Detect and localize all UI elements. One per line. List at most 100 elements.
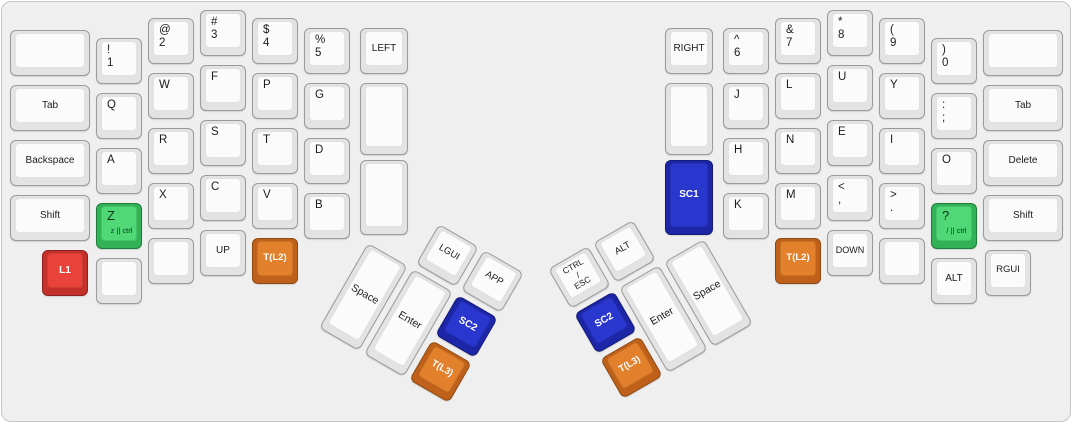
key-colon-semicolon[interactable]: :; xyxy=(931,93,977,139)
key-shift-left[interactable]: Shift xyxy=(10,195,90,241)
keycap-top xyxy=(884,241,920,276)
keycap-top: Tab xyxy=(988,88,1058,123)
key-k[interactable]: K xyxy=(723,193,769,239)
key-i[interactable]: I xyxy=(879,128,925,174)
key-pct-5[interactable]: %5 xyxy=(304,28,350,74)
key-x[interactable]: X xyxy=(148,183,194,229)
key-caret-6[interactable]: ^6 xyxy=(723,28,769,74)
key-d[interactable]: D xyxy=(304,138,350,184)
key-t-l2-left[interactable]: T(L2) xyxy=(252,238,298,284)
key-label: Enter xyxy=(648,305,677,329)
key-up[interactable]: UP xyxy=(200,230,246,276)
key-star-8[interactable]: *8 xyxy=(827,10,873,56)
key-j[interactable]: J xyxy=(723,83,769,129)
key-hash-3[interactable]: #3 xyxy=(200,10,246,56)
key-g[interactable]: G xyxy=(304,83,350,129)
key-label: 4 xyxy=(263,37,270,50)
keycap-top: W xyxy=(153,76,189,111)
keycap-top: LEFT xyxy=(365,31,403,66)
key-b[interactable]: B xyxy=(304,193,350,239)
key-down[interactable]: DOWN xyxy=(827,230,873,276)
key-u[interactable]: U xyxy=(827,65,873,111)
key-label: Y xyxy=(890,79,898,91)
key-right-arrow-key[interactable]: RIGHT xyxy=(665,28,713,74)
key-sc1[interactable]: SC1 xyxy=(665,160,713,235)
key-at-2[interactable]: @2 xyxy=(148,18,194,64)
key-delete[interactable]: Delete xyxy=(983,140,1063,186)
key-paren-0[interactable]: )0 xyxy=(931,38,977,84)
key-p[interactable]: P xyxy=(252,73,298,119)
key-amp-7[interactable]: &7 xyxy=(775,18,821,64)
keycap-top: *8 xyxy=(832,13,868,48)
keycap-top: CTRL/ESC xyxy=(553,251,603,300)
keycap-top xyxy=(670,86,708,147)
keycap-top: Tab xyxy=(15,88,85,123)
key-label: LEFT xyxy=(371,42,397,54)
key-a[interactable]: A xyxy=(96,148,142,194)
key-blank-left-bottom-1[interactable] xyxy=(96,258,142,304)
key-label: 2 xyxy=(159,37,166,50)
key-t[interactable]: T xyxy=(252,128,298,174)
key-label: P xyxy=(263,79,271,91)
key-label: RIGHT xyxy=(673,42,705,54)
key-tab-right[interactable]: Tab xyxy=(983,85,1063,131)
key-paren-9[interactable]: (9 xyxy=(879,18,925,64)
key-label: . xyxy=(890,202,894,215)
key-v[interactable]: V xyxy=(252,183,298,229)
key-q[interactable]: Q xyxy=(96,93,142,139)
key-label: Shift xyxy=(1012,209,1033,221)
key-label: SC2 xyxy=(592,310,616,330)
key-label: 7 xyxy=(786,37,793,50)
key-gt-period[interactable]: >. xyxy=(879,183,925,229)
keycap-top: J xyxy=(728,86,764,121)
key-m[interactable]: M xyxy=(775,183,821,229)
key-excl-1[interactable]: !1 xyxy=(96,38,142,84)
keycap-top: P xyxy=(257,76,293,111)
key-h[interactable]: H xyxy=(723,138,769,184)
keycap-top: N xyxy=(780,131,816,166)
key-tab-left[interactable]: Tab xyxy=(10,85,90,131)
key-shift-right[interactable]: Shift xyxy=(983,195,1063,241)
key-label: 1 xyxy=(107,57,114,70)
key-blank-right-bottom-1[interactable] xyxy=(879,238,925,284)
key-w[interactable]: W xyxy=(148,73,194,119)
key-n[interactable]: N xyxy=(775,128,821,174)
key-label: RGUI xyxy=(996,264,1020,276)
key-label: > xyxy=(890,189,897,201)
key-label: R xyxy=(159,134,168,146)
key-question[interactable]: ?/ || ctrl xyxy=(931,203,977,249)
key-sublabel: / || ctrl xyxy=(946,225,967,235)
key-blank-inner-upper-left[interactable] xyxy=(360,83,408,155)
keycap-top: %5 xyxy=(309,31,345,66)
key-l[interactable]: L xyxy=(775,73,821,119)
key-o[interactable]: O xyxy=(931,148,977,194)
key-label: ALT xyxy=(612,239,633,258)
key-c[interactable]: C xyxy=(200,175,246,221)
keycap-top: $4 xyxy=(257,21,293,56)
key-blank-inner-upper-right[interactable] xyxy=(665,83,713,155)
key-l1[interactable]: L1 xyxy=(42,250,88,296)
keycap-top: DOWN xyxy=(832,233,868,268)
key-blank-inner-lower-left[interactable] xyxy=(360,160,408,235)
key-lt-comma[interactable]: <, xyxy=(827,175,873,221)
key-y[interactable]: Y xyxy=(879,73,925,119)
key-e[interactable]: E xyxy=(827,120,873,166)
keycap-top: @2 xyxy=(153,21,189,56)
key-blank-left-bottom-2[interactable] xyxy=(148,238,194,284)
key-blank-top-right[interactable] xyxy=(983,30,1063,76)
keycap-top: ALT xyxy=(936,261,972,296)
key-t-l2-right[interactable]: T(L2) xyxy=(775,238,821,284)
key-alt-right[interactable]: ALT xyxy=(931,258,977,304)
key-rgui[interactable]: RGUI xyxy=(985,250,1031,296)
key-blank-top-left[interactable] xyxy=(10,30,90,76)
key-s[interactable]: S xyxy=(200,120,246,166)
key-f[interactable]: F xyxy=(200,65,246,111)
keycap-top: Shift xyxy=(15,198,85,233)
key-r[interactable]: R xyxy=(148,128,194,174)
key-left-arrow-key[interactable]: LEFT xyxy=(360,28,408,74)
key-backspace[interactable]: Backspace xyxy=(10,140,90,186)
key-dollar-4[interactable]: $4 xyxy=(252,18,298,64)
keycap-top: V xyxy=(257,186,293,221)
